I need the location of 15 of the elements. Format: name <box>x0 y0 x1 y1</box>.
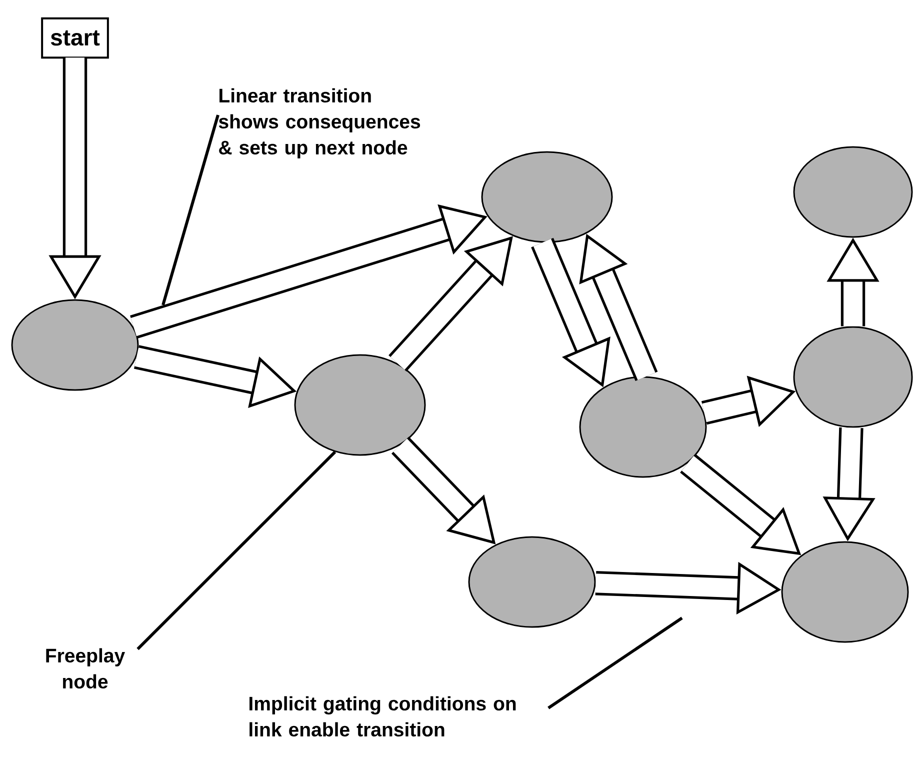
leader-line <box>548 616 683 710</box>
annotation-text: Linear transition shows consequences & sets up next node <box>218 88 420 158</box>
ellipse-node <box>781 541 909 643</box>
ellipse-node <box>481 151 613 243</box>
ellipse-node <box>793 146 913 238</box>
ellipse-node <box>579 376 707 478</box>
annotation-text: Freeplay node <box>46 648 125 689</box>
leader-line <box>162 114 220 306</box>
annotation-text: Implicit gating conditions on link enable transition <box>250 696 516 737</box>
leader-line <box>136 450 336 650</box>
start-box: start <box>41 17 109 59</box>
ellipse-node <box>11 299 139 391</box>
ellipse-node <box>294 354 426 456</box>
ellipse-node <box>793 326 913 428</box>
ellipse-node <box>468 536 596 628</box>
